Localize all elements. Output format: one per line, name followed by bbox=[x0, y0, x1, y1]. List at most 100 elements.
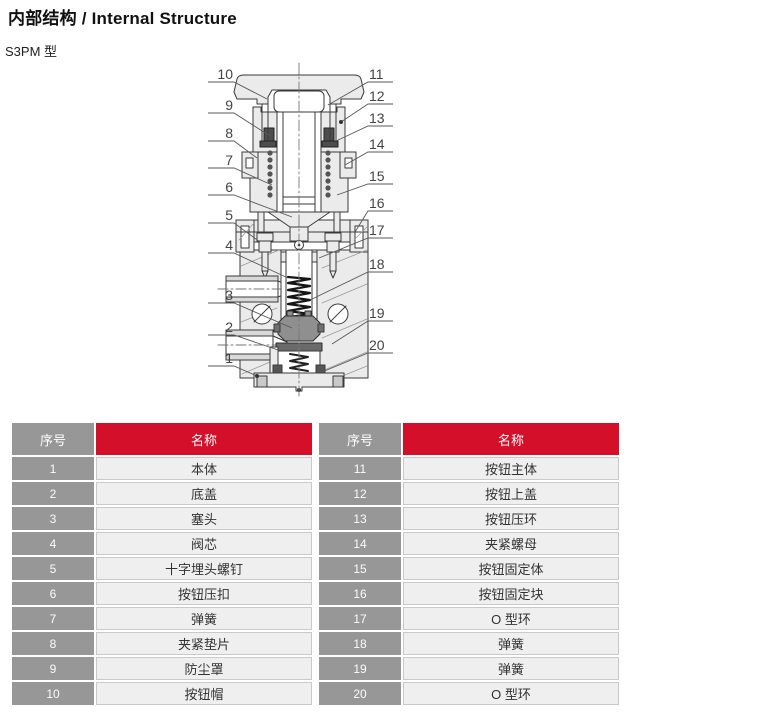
callout-leader-line bbox=[318, 237, 393, 259]
callout-end-dot bbox=[255, 374, 259, 378]
callout-leader-line bbox=[340, 103, 393, 123]
part-no-cell: 17 bbox=[319, 607, 401, 630]
callout-leader-line bbox=[208, 194, 293, 218]
callout-4: 4 bbox=[208, 237, 289, 279]
dust-seals bbox=[259, 127, 339, 148]
part-name-cell: 按钮固定块 bbox=[403, 582, 619, 605]
part-name-cell: 十字埋头螺钉 bbox=[96, 557, 312, 580]
callout-number: 10 bbox=[217, 66, 233, 82]
callout-number: 19 bbox=[369, 305, 385, 321]
callout-number: 16 bbox=[369, 195, 385, 211]
spool-assembly bbox=[269, 249, 326, 374]
col-no-header: 序号 bbox=[12, 423, 94, 455]
part-name-cell: 弹簧 bbox=[403, 657, 619, 680]
callout-leader-line bbox=[331, 320, 393, 345]
callout-leader-line bbox=[208, 252, 289, 279]
callout-15: 15 bbox=[336, 168, 393, 196]
part-no-cell: 19 bbox=[319, 657, 401, 680]
callout-16: 16 bbox=[354, 195, 393, 233]
callout-5: 5 bbox=[208, 207, 261, 243]
part-name-cell: 按钮上盖 bbox=[403, 482, 619, 505]
callout-1: 1 bbox=[208, 350, 259, 378]
part-no-cell: 13 bbox=[319, 507, 401, 530]
part-name-cell: 按钮主体 bbox=[403, 457, 619, 480]
callout-leader-line bbox=[354, 210, 393, 233]
part-no-cell: 20 bbox=[319, 682, 401, 705]
part-no-cell: 9 bbox=[12, 657, 94, 680]
callout-leader-line bbox=[208, 167, 273, 186]
part-no-cell: 11 bbox=[319, 457, 401, 480]
callout-8: 8 bbox=[208, 125, 258, 159]
callout-number: 4 bbox=[225, 237, 233, 253]
callout-number: 14 bbox=[369, 136, 385, 152]
part-name-cell: O 型环 bbox=[403, 607, 619, 630]
callout-13: 13 bbox=[335, 110, 393, 142]
part-no-cell: 8 bbox=[12, 632, 94, 655]
callout-17: 17 bbox=[318, 222, 393, 259]
part-name-cell: 底盖 bbox=[96, 482, 312, 505]
part-no-cell: 3 bbox=[12, 507, 94, 530]
callout-leader-line bbox=[208, 140, 258, 159]
callout-number: 6 bbox=[225, 179, 233, 195]
callout-number: 12 bbox=[369, 88, 385, 104]
part-no-cell: 18 bbox=[319, 632, 401, 655]
callout-19: 19 bbox=[331, 305, 393, 345]
callout-9: 9 bbox=[208, 97, 271, 137]
col-no-header: 序号 bbox=[319, 423, 401, 455]
part-name-cell: 按钮固定体 bbox=[403, 557, 619, 580]
callout-number: 5 bbox=[225, 207, 233, 223]
part-no-cell: 10 bbox=[12, 682, 94, 705]
callout-leader-line bbox=[208, 112, 271, 137]
callout-number: 18 bbox=[369, 256, 385, 272]
callout-2: 2 bbox=[208, 319, 279, 351]
callout-number: 13 bbox=[369, 110, 385, 126]
part-no-cell: 14 bbox=[319, 532, 401, 555]
part-name-cell: 阀芯 bbox=[96, 532, 312, 555]
part-no-cell: 6 bbox=[12, 582, 94, 605]
callout-leader-line bbox=[208, 222, 261, 243]
part-no-cell: 7 bbox=[12, 607, 94, 630]
part-name-cell: 本体 bbox=[96, 457, 312, 480]
callout-leader-line bbox=[336, 183, 393, 196]
part-name-cell: 防尘罩 bbox=[96, 657, 312, 680]
part-name-cell: O 型环 bbox=[403, 682, 619, 705]
callout-leader-line bbox=[344, 151, 393, 166]
part-name-cell: 夹紧螺母 bbox=[403, 532, 619, 555]
callout-11: 11 bbox=[327, 66, 393, 106]
model-subtitle: S3PM 型 bbox=[5, 44, 58, 59]
callout-number: 1 bbox=[225, 350, 233, 366]
callout-leader-line bbox=[309, 271, 393, 301]
callout-number: 11 bbox=[369, 66, 384, 82]
valve-cross-section bbox=[217, 62, 369, 397]
callout-10: 10 bbox=[208, 66, 268, 100]
countersunk-screws bbox=[256, 232, 342, 279]
callout-3: 3 bbox=[208, 287, 293, 329]
callout-leader-line bbox=[335, 125, 393, 142]
part-name-cell: 塞头 bbox=[96, 507, 312, 530]
callout-18: 18 bbox=[309, 256, 393, 301]
callout-number: 2 bbox=[225, 319, 233, 335]
callout-6: 6 bbox=[208, 179, 293, 218]
part-name-cell: 弹簧 bbox=[96, 607, 312, 630]
callout-number: 8 bbox=[225, 125, 233, 141]
callout-number: 17 bbox=[369, 222, 385, 238]
callout-leader-line bbox=[327, 81, 393, 106]
callout-leader-line bbox=[208, 81, 268, 100]
